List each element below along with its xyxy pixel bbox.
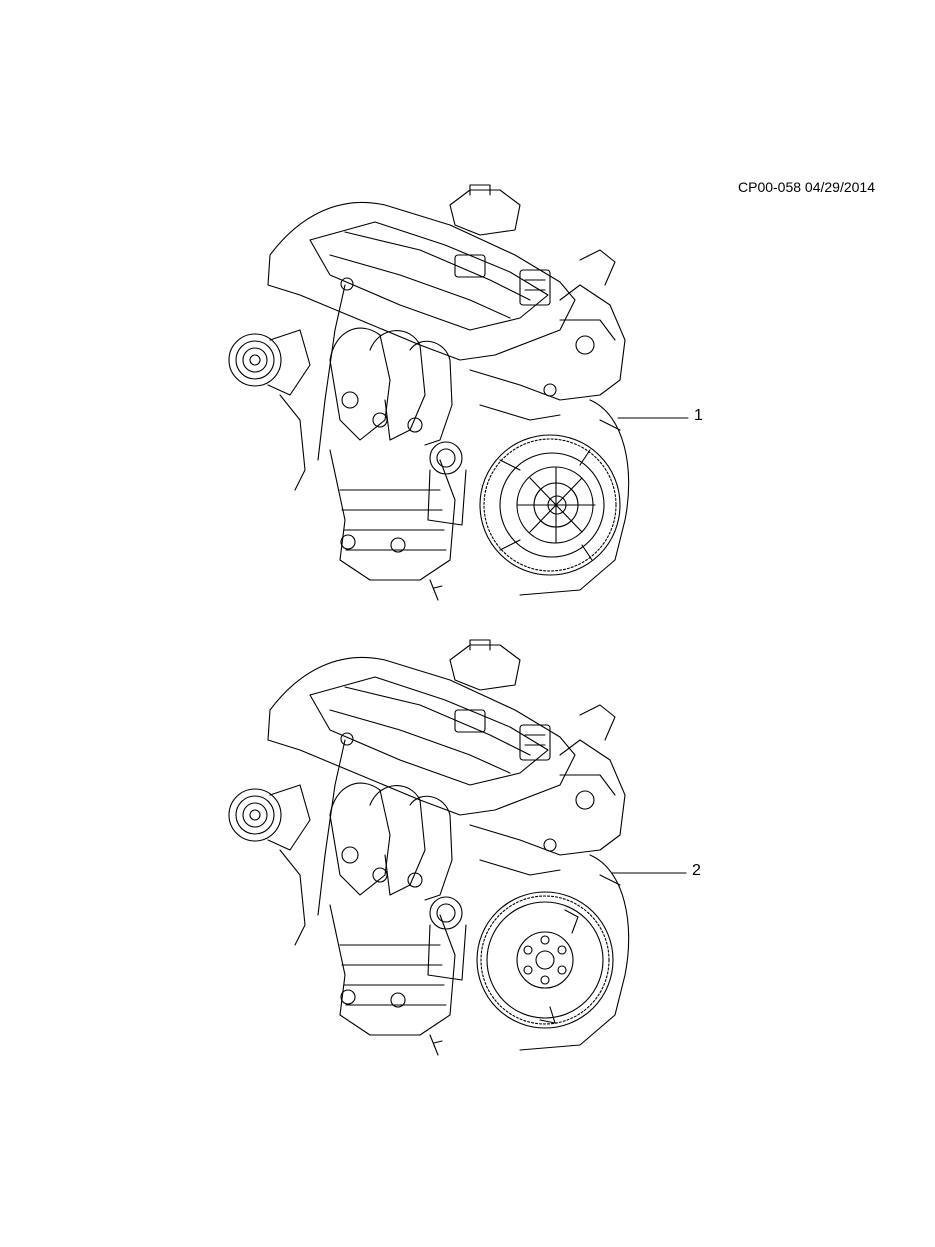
drawing-reference: CP00-058 04/29/2014 xyxy=(738,179,875,195)
callout-number-1: 1 xyxy=(694,407,703,424)
engine-assembly-2 xyxy=(228,639,687,1056)
callout-number-2: 2 xyxy=(692,862,701,879)
clutch-assembly xyxy=(479,434,621,576)
flywheel xyxy=(476,891,614,1029)
engine-assembly-1 xyxy=(228,184,689,601)
